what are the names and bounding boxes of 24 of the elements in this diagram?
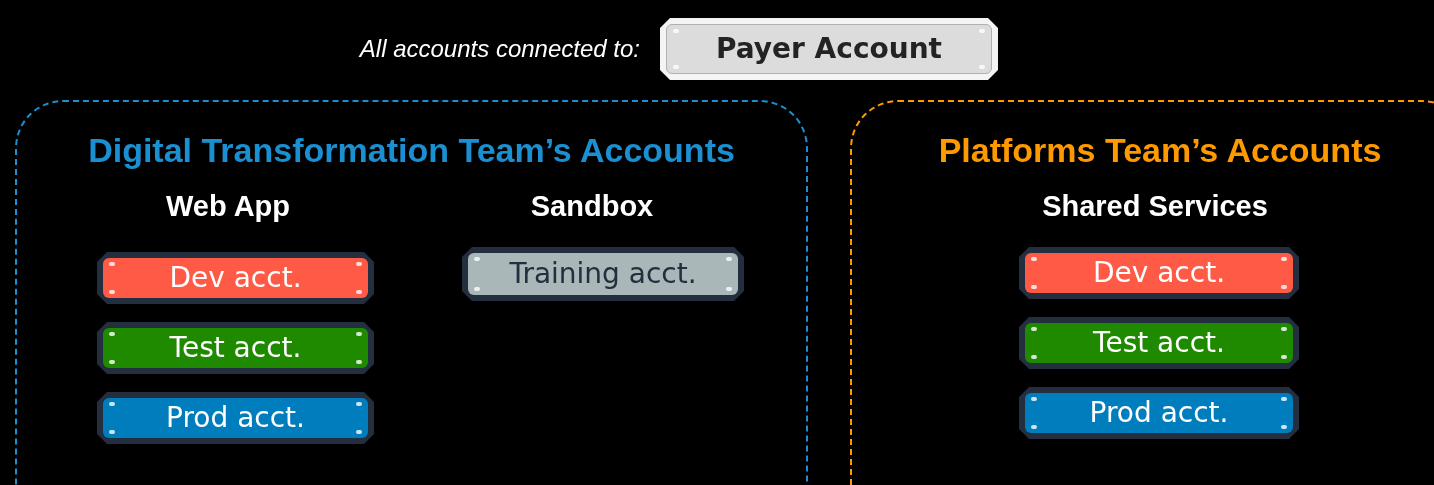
- account-name: Prod acct.: [1089, 399, 1229, 427]
- column-heading: Web App: [164, 189, 291, 224]
- account-name: Training acct.: [509, 260, 697, 288]
- group-heading: Platforms Team’s Accounts: [937, 130, 1383, 170]
- caption-text: All accounts connected to:: [359, 34, 640, 64]
- column-heading: Sandbox: [529, 189, 655, 224]
- account-name: Dev acct.: [169, 264, 302, 292]
- account-plate: [97, 392, 374, 444]
- account-plate: [1019, 317, 1299, 369]
- account-plate: [1019, 247, 1299, 299]
- team-group-border: [15, 100, 808, 485]
- account-name: Test acct.: [169, 334, 302, 362]
- team-group-border: [850, 100, 1434, 485]
- account-name: Test acct.: [1093, 329, 1225, 357]
- account-plate: [97, 252, 374, 304]
- account-plate: [97, 322, 374, 374]
- account-plate: [660, 18, 998, 80]
- group-heading: Digital Transformation Team’s Accounts: [87, 130, 736, 170]
- column-heading: Shared Services: [1041, 189, 1269, 224]
- account-plate: [462, 247, 744, 301]
- account-name: Dev acct.: [1092, 259, 1226, 287]
- account-name: Payer Account: [716, 35, 942, 63]
- account-name: Prod acct.: [166, 404, 305, 432]
- account-plate: [1019, 387, 1299, 439]
